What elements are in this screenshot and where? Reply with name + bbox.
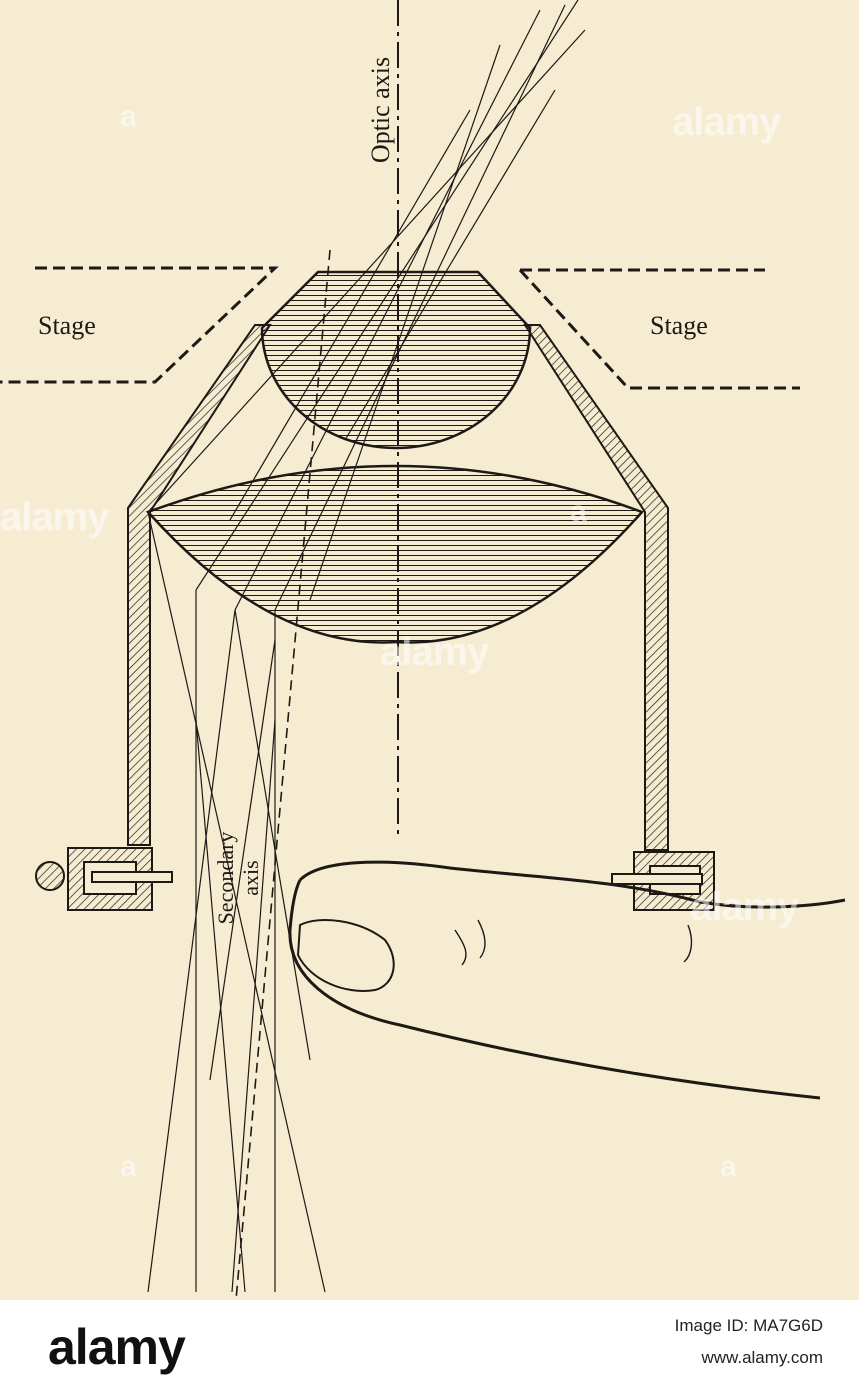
- secondary-axis-line1: Secondary: [213, 831, 238, 925]
- incoming-rays: [147, 0, 586, 611]
- right-clamp: [611, 851, 715, 911]
- watermark-logo: alamy: [690, 885, 799, 929]
- image-id-text: Image ID: MA7G6D: [674, 1316, 823, 1335]
- exit-rays: [147, 511, 326, 1293]
- top-lens: [260, 270, 532, 450]
- site-url-text: www.alamy.com: [701, 1348, 823, 1367]
- watermark-mark: a: [120, 100, 137, 133]
- stage-left-outline: [0, 266, 279, 384]
- stage-right-outline: [518, 268, 800, 390]
- watermark-logo: alamy: [380, 630, 489, 674]
- lower-lens: [145, 464, 645, 644]
- optic-axis-label: Optic axis: [366, 56, 395, 164]
- stage-left-label: Stage: [38, 311, 96, 340]
- watermark-mark: a: [120, 1150, 137, 1183]
- stage-right-label: Stage: [650, 311, 708, 340]
- watermark-logo: alamy: [672, 100, 781, 144]
- watermark-logo: alamy: [0, 495, 109, 539]
- secondary-axis-label: Secondary axis: [213, 832, 263, 925]
- left-clamp: [35, 847, 173, 911]
- diagram-plate: Stage Stage Optic axis Secondary axis al…: [0, 0, 859, 1300]
- watermark-mark: a: [570, 495, 587, 528]
- condenser-diagram: [0, 0, 846, 1300]
- secondary-axis-line2: axis: [238, 860, 263, 896]
- finger-illustration: [288, 860, 846, 1100]
- watermark-mark: a: [720, 1150, 737, 1183]
- stock-footer: alamy Image ID: MA7G6D www.alamy.com: [0, 1300, 859, 1390]
- condenser-housing: [127, 324, 669, 851]
- brand-logo: alamy: [48, 1319, 186, 1375]
